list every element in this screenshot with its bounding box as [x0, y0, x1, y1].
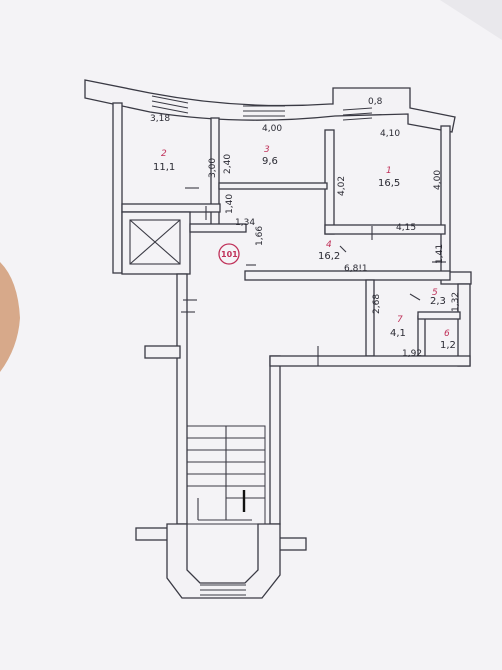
room-7-number: 7 [397, 315, 403, 325]
window-top-middle [243, 105, 285, 117]
wall-stair-right [269, 355, 281, 525]
wall-entry-top [189, 223, 247, 233]
apartment-number: 101 [221, 250, 238, 259]
room-5-area: 2,3 [430, 296, 446, 307]
window-top-right [342, 107, 373, 121]
door-marks [181, 187, 446, 366]
dim-4-15: 4,15 [396, 223, 416, 233]
room-4-number: 4 [326, 240, 332, 250]
wall-left [112, 102, 123, 274]
dim-4-00-right: 4,00 [433, 170, 443, 190]
dim-1-92: 1,92 [402, 349, 422, 359]
room-7-area: 4,1 [390, 328, 406, 339]
dim-4-10: 4,10 [380, 129, 400, 139]
room-3-area: 9,6 [262, 156, 278, 167]
room-4-area: 16,2 [318, 251, 340, 262]
window-stair [200, 584, 246, 596]
room-6-number: 6 [444, 329, 450, 339]
dim-1-40: 1,40 [225, 194, 235, 214]
wall-corridor-bottom [244, 270, 451, 281]
wall-left-stub [144, 345, 181, 359]
wall-room5-bottom [417, 311, 461, 320]
wall-lower-horizontal [269, 355, 471, 367]
room-5-number: 5 [432, 288, 438, 298]
room-6-area: 1,2 [440, 340, 456, 351]
dim-1-34: 1,34 [235, 218, 255, 228]
apartment-number-circle [218, 243, 240, 265]
dim-1-41: 1,41 [435, 244, 445, 264]
room-2-number: 2 [161, 149, 167, 159]
dim-2-68: 2,68 [372, 294, 382, 314]
room-3-number: 3 [264, 145, 270, 155]
dim-6-81: 6,8!1 [344, 264, 368, 274]
wall-room2-bottom [121, 203, 221, 213]
window-top-left [151, 95, 189, 114]
dim-1-32: 1,32 [451, 292, 461, 312]
wall-room1-bottom [324, 224, 446, 235]
stair-flight [186, 425, 266, 525]
wall-room7-left [365, 279, 375, 357]
dim-4-02: 4,02 [337, 176, 347, 196]
wall-room1-left [324, 129, 335, 235]
dim-4-00-top: 4,00 [262, 124, 282, 134]
dim-2-40: 2,40 [223, 154, 233, 174]
dim-1-66: 1,66 [255, 226, 265, 246]
dim-3-18: 3,18 [150, 114, 170, 124]
wall-room3-bottom [218, 182, 328, 190]
room-2-area: 11,1 [153, 162, 175, 173]
thumb [0, 262, 20, 372]
room-1-area: 16,5 [378, 178, 400, 189]
dim-0-8: 0,8 [368, 97, 383, 107]
room-1-number: 1 [386, 166, 392, 176]
dim-3-00: 3,00 [208, 158, 218, 178]
